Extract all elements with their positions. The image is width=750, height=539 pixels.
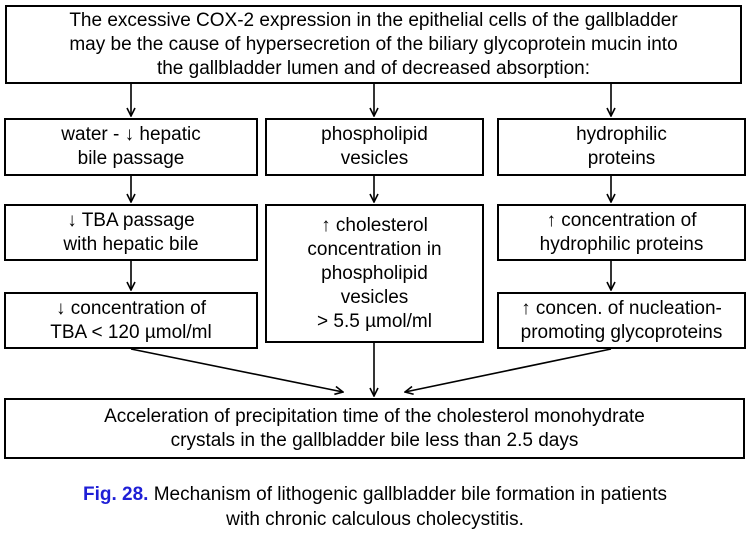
- col2-step1-line-2: concentration in: [307, 238, 442, 260]
- figure-label: Fig. 28.: [82, 484, 149, 505]
- col3-step1-line-2: hydrophilic proteins: [539, 233, 704, 255]
- col1-header-box: water - ↓ hepatic bile passage: [4, 118, 258, 176]
- caption-line-1: Fig. 28. Mechanism of lithogenic gallbla…: [0, 482, 750, 507]
- figure-caption: Fig. 28. Mechanism of lithogenic gallbla…: [0, 482, 750, 532]
- col3-step2-line-2: promoting glycoproteins: [520, 321, 723, 343]
- col2-header-line-1: phospholipid: [321, 124, 428, 145]
- col2-step1-line-4: vesicles: [340, 286, 409, 308]
- arrow-col1-to-result: [130, 348, 343, 392]
- col1-step1-box: ↓ TBA passage with hepatic bile: [4, 204, 258, 261]
- title-line-3: the gallbladder lumen and of decreased a…: [156, 57, 591, 79]
- col1-header-line-2: bile passage: [77, 148, 185, 169]
- arrow-col3-to-result: [405, 348, 612, 392]
- col2-header-line-2: vesicles: [340, 148, 409, 169]
- col2-step1-line-3: phospholipid: [321, 262, 428, 284]
- col2-header-box: phospholipid vesicles: [265, 118, 484, 176]
- col2-step1-line-1: ↑ cholesterol: [321, 214, 428, 236]
- result-line-1: Acceleration of precipitation time of th…: [104, 405, 645, 427]
- title-line-1: The excessive COX-2 expression in the ep…: [69, 9, 678, 31]
- col2-step1-box: ↑ cholesterol concentration in phospholi…: [265, 204, 484, 343]
- title-line-2: may be the cause of hypersecretion of th…: [69, 33, 678, 55]
- col3-step2-line-1: ↑ concen. of nucleation-: [521, 297, 722, 319]
- result-box: Acceleration of precipitation time of th…: [4, 398, 745, 459]
- col3-step2-box: ↑ concen. of nucleation- promoting glyco…: [497, 292, 746, 349]
- result-line-2: crystals in the gallbladder bile less th…: [170, 429, 579, 451]
- title-box: The excessive COX-2 expression in the ep…: [5, 5, 742, 84]
- col3-header-line-2: proteins: [587, 148, 656, 169]
- caption-line-1-text: Mechanism of lithogenic gallbladder bile…: [148, 484, 668, 505]
- col1-header-line-1: water - ↓ hepatic: [61, 124, 201, 145]
- col1-step2-line-2: TBA < 120 µmol/ml: [50, 321, 212, 343]
- col1-step2-box: ↓ concentration of TBA < 120 µmol/ml: [4, 292, 258, 349]
- col3-header-line-1: hydrophilic: [576, 124, 667, 145]
- caption-line-2: with chronic calculous cholecystitis.: [226, 509, 524, 530]
- col3-step1-line-1: ↑ concentration of: [546, 209, 697, 231]
- col3-header-box: hydrophilic proteins: [497, 118, 746, 176]
- col1-step1-line-1: ↓ TBA passage: [67, 209, 195, 231]
- col1-step1-line-2: with hepatic bile: [63, 233, 199, 255]
- col3-step1-box: ↑ concentration of hydrophilic proteins: [497, 204, 746, 261]
- col1-step2-line-1: ↓ concentration of: [56, 297, 206, 319]
- col2-step1-line-5: > 5.5 µmol/ml: [317, 310, 432, 332]
